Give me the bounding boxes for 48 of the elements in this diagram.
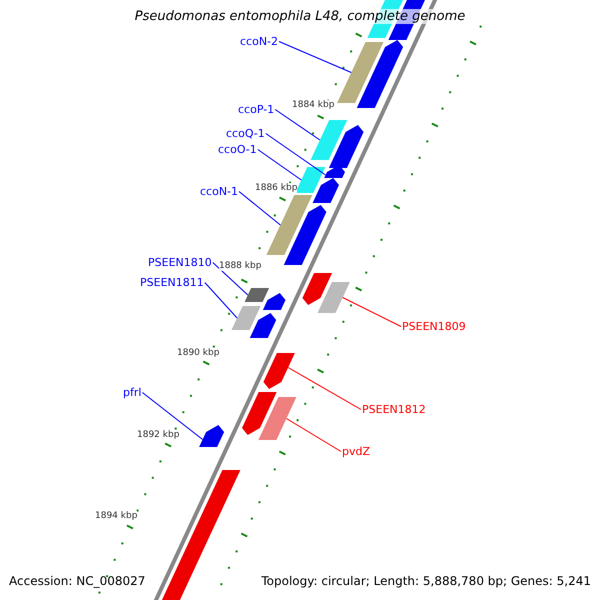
leader-line [142,392,204,440]
gene-label: ccoQ-1 [226,127,265,140]
leader-line [274,109,320,140]
scale-label: 1886 kbp [255,183,298,193]
pointed-gene-block [199,425,224,447]
leader-line [288,367,362,410]
gene-label: ccoN-2 [240,35,278,48]
leader-line [286,418,342,452]
genome-summary-text: Topology: circular; Length: 5,888,780 bp; Genes: 5,241 [261,574,591,588]
pointed-gene-block [328,125,364,168]
leader-line [257,149,302,180]
scale-label: 1888 kbp [219,261,262,271]
gene-label: PSEEN1809 [402,320,466,333]
gene-label: PSEEN1812 [362,403,426,416]
gene-bar [232,306,261,330]
pointed-gene-block [284,205,326,265]
leader-line [204,282,238,318]
pointed-gene-block [262,293,286,310]
pointed-gene-block [356,40,404,108]
gene-label: pfrl [123,386,142,399]
leader-line [342,297,402,327]
accession-text: Accession: NC_008027 [9,574,146,588]
pointed-gene-block [250,313,276,338]
gene-bar [310,120,348,160]
scale-label: 1884 kbp [292,100,334,110]
gene-bar [244,288,270,302]
pointed-gene-block [242,392,277,435]
leader-line [212,262,248,296]
leader-line [265,133,326,176]
scale-label: 1894 kbp [95,511,138,521]
gene-label: ccoN-1 [200,185,238,198]
gene-bar [318,282,350,313]
pointed-gene-block [263,353,295,389]
gene-bar [266,195,312,255]
scale-label: 1890 kbp [177,348,220,358]
gene-bar [337,42,384,103]
gene-bar [295,167,326,193]
gene-label: ccoO-1 [218,143,257,156]
gene-bar [258,397,296,440]
gene-label: ccoP-1 [238,103,274,116]
pointed-gene-block [302,273,332,305]
pointed-gene-block [324,165,345,178]
scale-label: 1892 kbp [137,430,180,440]
leader-line [278,41,352,73]
leader-line [238,191,281,226]
gene-label: PSEEN1810 [148,256,212,269]
gene-label: pvdZ [342,445,370,458]
gene-label: PSEEN1811 [140,276,204,289]
